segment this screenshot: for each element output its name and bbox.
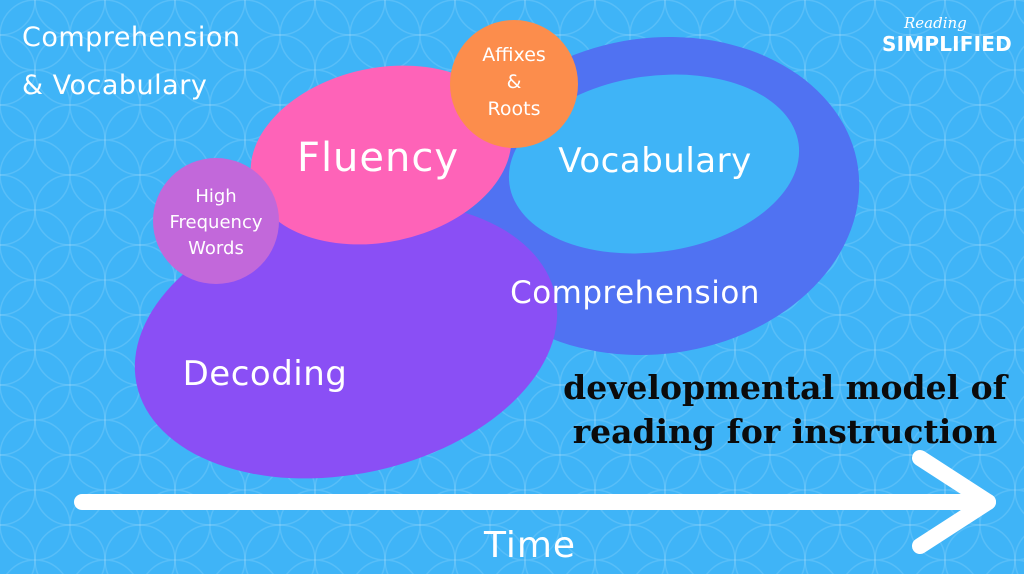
high-frequency-circle — [153, 158, 279, 284]
decoding-label: Decoding — [182, 354, 348, 394]
logo-wordmark: SIMPLIFIED — [882, 32, 1012, 56]
fluency-blob — [250, 65, 512, 245]
caption-line-1: developmental model of — [563, 368, 1007, 407]
vocabulary-label: Vocabulary — [558, 141, 752, 181]
corner-title: Comprehension & Vocabulary — [22, 14, 240, 110]
time-arrow-icon — [74, 450, 996, 554]
brand-logo: Reading SIMPLIFIED — [880, 14, 1012, 64]
vocabulary-inner — [508, 74, 800, 254]
logo-script: Reading — [904, 14, 967, 32]
corner-title-line-2: & Vocabulary — [22, 70, 208, 101]
diagram-caption: developmental model of reading for instr… — [555, 366, 1015, 454]
fluency-label: Fluency — [296, 135, 460, 181]
comprehension-label: Comprehension — [510, 275, 760, 311]
affixes-roots-label: Affixes & Roots — [482, 44, 546, 120]
high-frequency-words-label: High Frequency Words — [169, 186, 263, 259]
time-axis-label: Time — [483, 525, 577, 566]
affixes-roots-circle — [450, 20, 578, 148]
caption-line-2: reading for instruction — [572, 412, 998, 451]
corner-title-line-1: Comprehension — [22, 22, 241, 53]
